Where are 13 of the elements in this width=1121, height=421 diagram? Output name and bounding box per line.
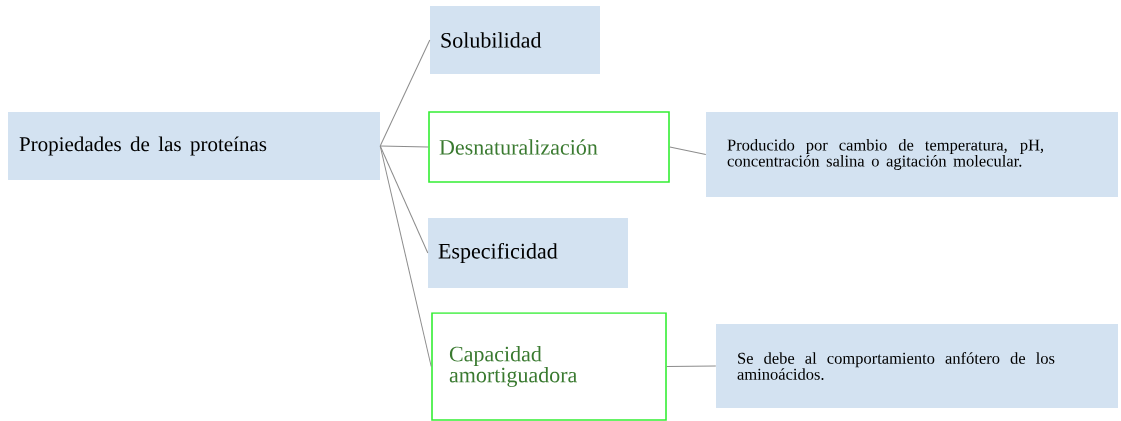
property-box: Capacidad amortiguadora [431,312,667,421]
topic-box: Propiedades de las proteínas [8,112,380,180]
connector-line [666,365,717,367]
note-box: Se debe al comportamiento anfótero de los aminoácidos. [716,324,1118,408]
property-box: Solubilidad [430,6,600,74]
note-box: Producido por cambio de temperatura, pH, concentración salina o agitación molecular. [706,112,1118,197]
connector-line [379,39,431,147]
connector-line [669,146,707,155]
connector-line [379,145,429,254]
connector-line [379,145,432,367]
property-box: Desnaturalización [428,111,670,183]
property-box: Especificidad [428,218,628,288]
connector-line [379,145,429,148]
